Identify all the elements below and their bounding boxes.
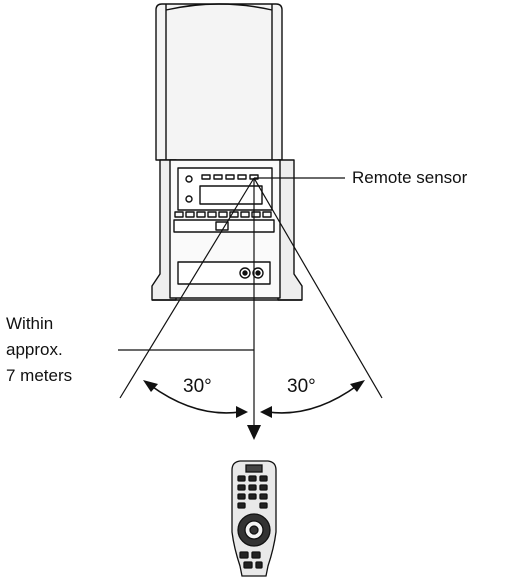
panel-knob-bottom — [185, 195, 193, 203]
lower-panel — [177, 261, 271, 285]
cone-left-line — [119, 177, 255, 399]
arc-arrowhead-right-inner — [260, 406, 272, 418]
remote-control — [231, 460, 277, 577]
disc-tray — [173, 219, 275, 233]
range-label-line1: Within — [6, 314, 54, 333]
arc-arrowhead-left-outer — [143, 380, 158, 392]
unit-right-wing — [277, 159, 303, 301]
angle-arc-left — [149, 384, 241, 414]
angle-left-label: 30° — [183, 376, 212, 397]
down-arrow-icon — [247, 425, 261, 440]
jack-right — [252, 267, 264, 279]
arc-arrowhead-right-outer — [350, 380, 365, 392]
range-label-line2: approx. — [6, 340, 63, 359]
jack-left — [239, 267, 251, 279]
panel-knob-top — [185, 175, 193, 183]
range-label-line3: 7 meters — [6, 366, 73, 385]
control-panel — [177, 167, 273, 211]
unit-tower-top — [155, 3, 283, 161]
cone-right-line — [253, 177, 383, 399]
arc-arrowhead-left-inner — [236, 406, 248, 418]
angle-arc-right — [267, 384, 359, 414]
panel-display — [199, 185, 263, 205]
angle-right-label: 30° — [287, 376, 316, 397]
button-row — [174, 211, 272, 218]
remote-sensor-label: Remote sensor — [352, 168, 468, 187]
